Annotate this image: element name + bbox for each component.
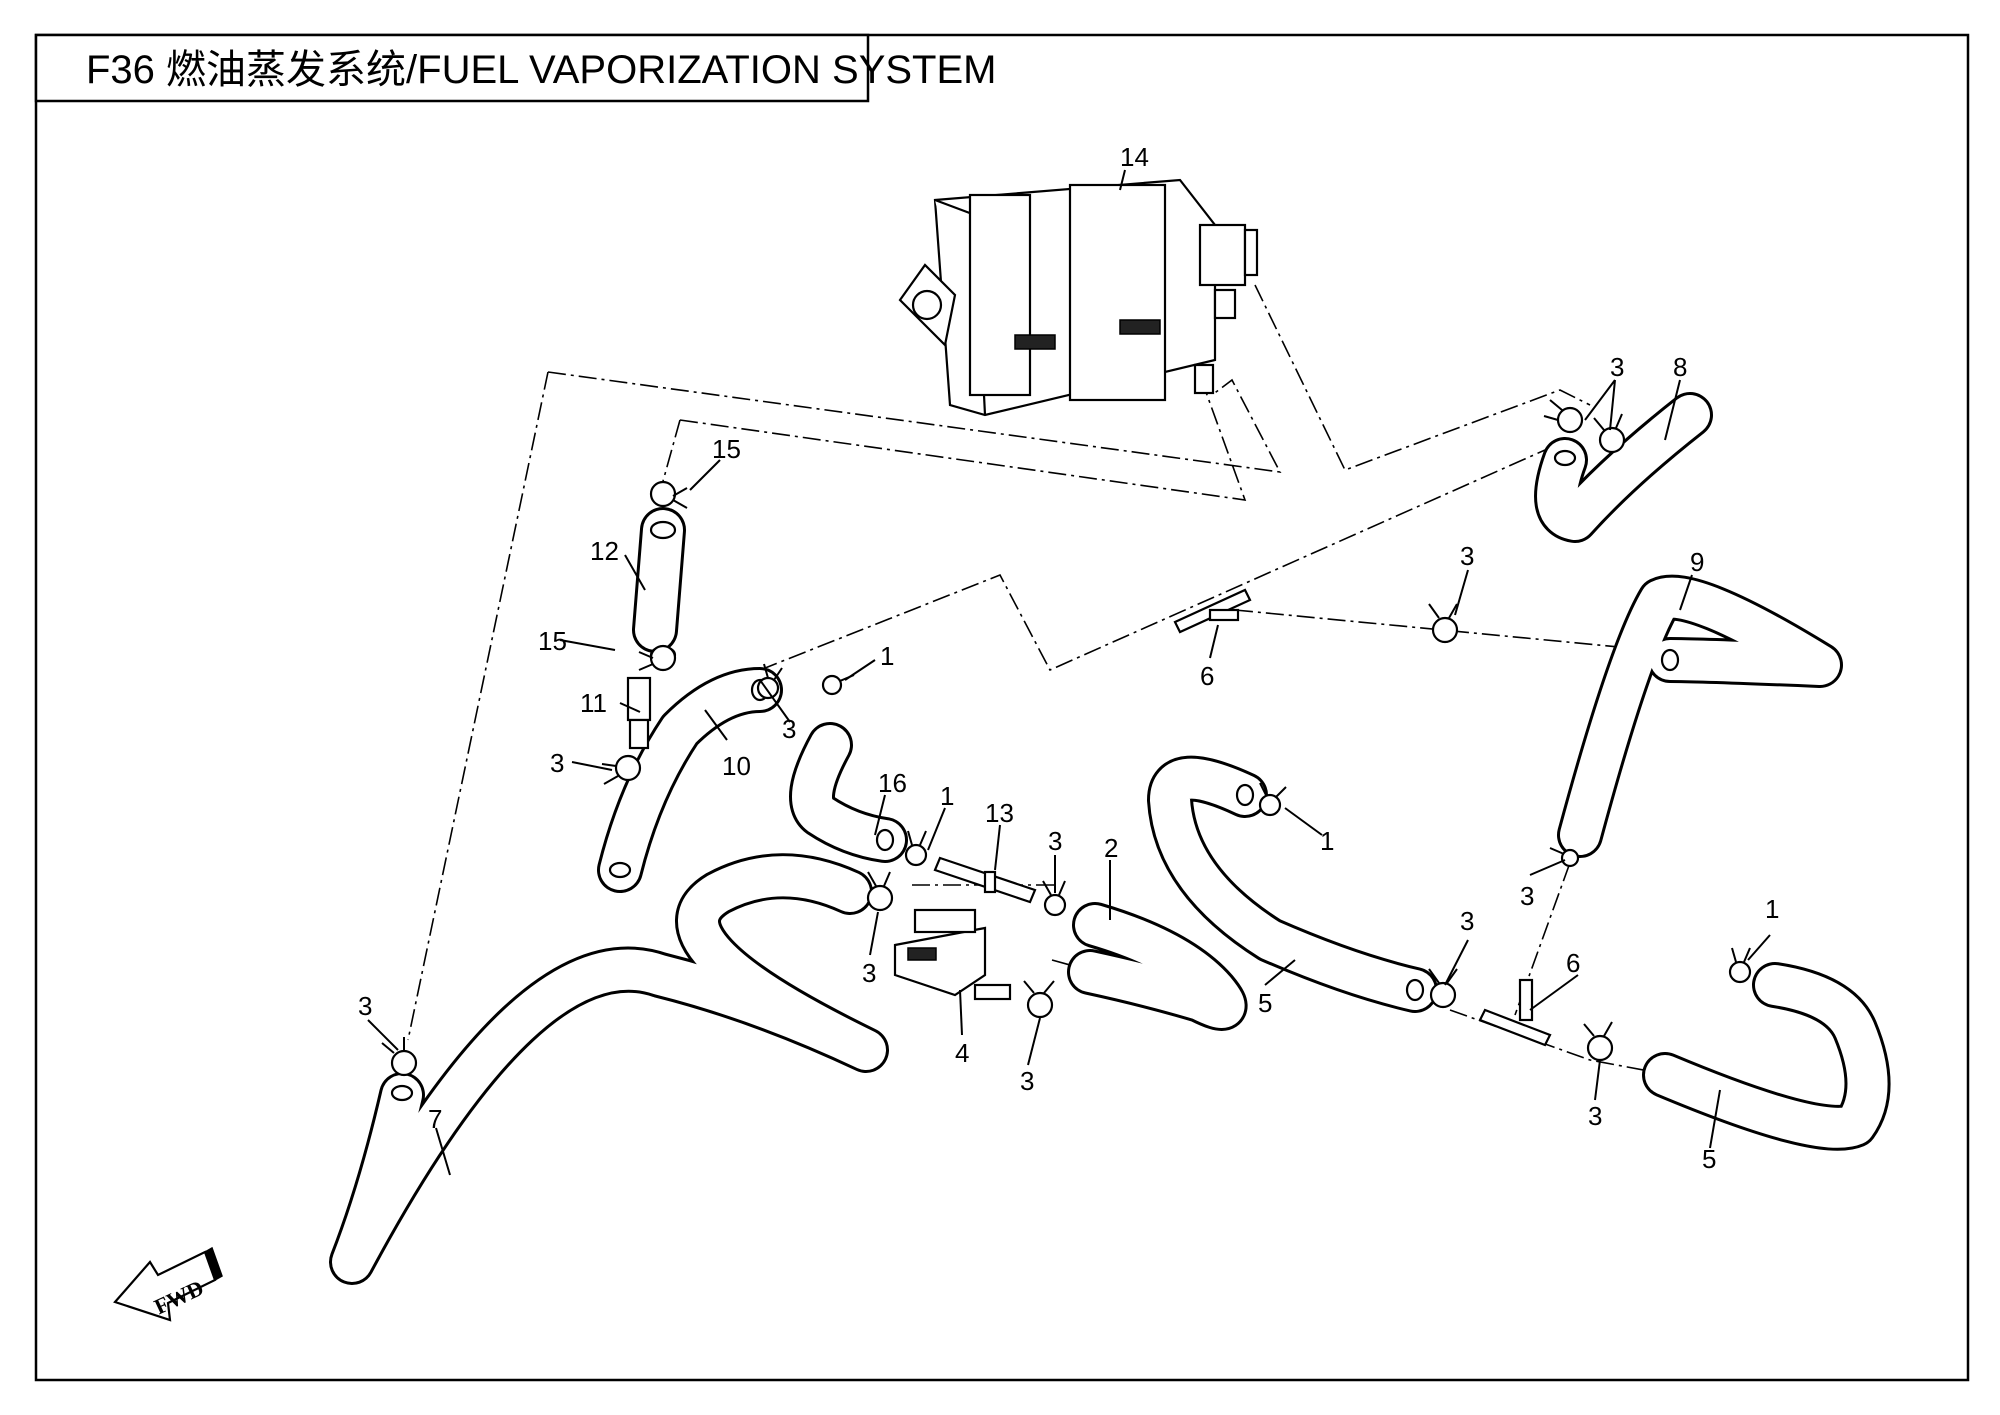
- tee-fitting-lower: [1478, 978, 1552, 1047]
- callout-6: 6: [1566, 948, 1580, 978]
- hose-5-right: [1642, 962, 1891, 1151]
- hose-7: [329, 853, 889, 1285]
- callout-3: 3: [358, 991, 372, 1021]
- purge-valve: [893, 908, 1012, 1001]
- callout-labels: 14 3 8 15 12 15 11 3 10 3 1 6 3 9 16 1 1…: [358, 142, 1779, 1174]
- callout-4: 4: [955, 1038, 969, 1068]
- title-box: [34, 33, 870, 103]
- callout-1: 1: [1765, 894, 1779, 924]
- callout-9: 9: [1690, 547, 1704, 577]
- callout-7: 7: [428, 1104, 442, 1134]
- callout-3: 3: [1020, 1066, 1034, 1096]
- check-valve: [626, 676, 652, 750]
- hose-12: [632, 507, 686, 653]
- callout-14: 14: [1120, 142, 1149, 172]
- callout-1: 1: [1320, 826, 1334, 856]
- callout-3: 3: [1588, 1101, 1602, 1131]
- callout-3: 3: [1048, 826, 1062, 856]
- callout-5: 5: [1702, 1144, 1716, 1174]
- callout-3: 3: [550, 748, 564, 778]
- hose-10: [597, 667, 783, 893]
- callout-8: 8: [1673, 352, 1687, 382]
- callout-10: 10: [722, 751, 751, 781]
- hose-5-left: [1147, 755, 1438, 1013]
- callout-13: 13: [985, 798, 1014, 828]
- callout-3: 3: [1610, 352, 1624, 382]
- callout-3: 3: [782, 714, 796, 744]
- drawing-frame: [34, 33, 1970, 1382]
- callout-3: 3: [1460, 906, 1474, 936]
- callout-11: 11: [580, 688, 607, 718]
- page-title: F36 燃油蒸发系统/FUEL VAPORIZATION SYSTEM: [86, 48, 997, 92]
- callout-3: 3: [1520, 881, 1534, 911]
- fwd-arrow-icon: FWD: [113, 1246, 223, 1322]
- callout-3: 3: [1460, 541, 1474, 571]
- hose-2: [1067, 902, 1248, 1031]
- callout-1: 1: [880, 641, 894, 671]
- callout-12: 12: [590, 536, 619, 566]
- hose-9: [1557, 574, 1843, 858]
- callout-15: 15: [712, 434, 741, 464]
- hose-clamps: [381, 399, 1752, 1077]
- callout-3: 3: [862, 958, 876, 988]
- callout-5: 5: [1258, 988, 1272, 1018]
- callout-6: 6: [1200, 661, 1214, 691]
- hose-16: [789, 722, 908, 863]
- connector-13: [933, 856, 1037, 904]
- hose-8: [1534, 392, 1713, 543]
- tee-fitting-upper: [1173, 588, 1252, 634]
- callout-15: 15: [538, 626, 567, 656]
- callout-2: 2: [1104, 833, 1118, 863]
- leader-lines: [367, 169, 1771, 1176]
- carbon-canister: [898, 178, 1259, 417]
- callout-16: 16: [878, 768, 907, 798]
- callout-1: 1: [940, 781, 954, 811]
